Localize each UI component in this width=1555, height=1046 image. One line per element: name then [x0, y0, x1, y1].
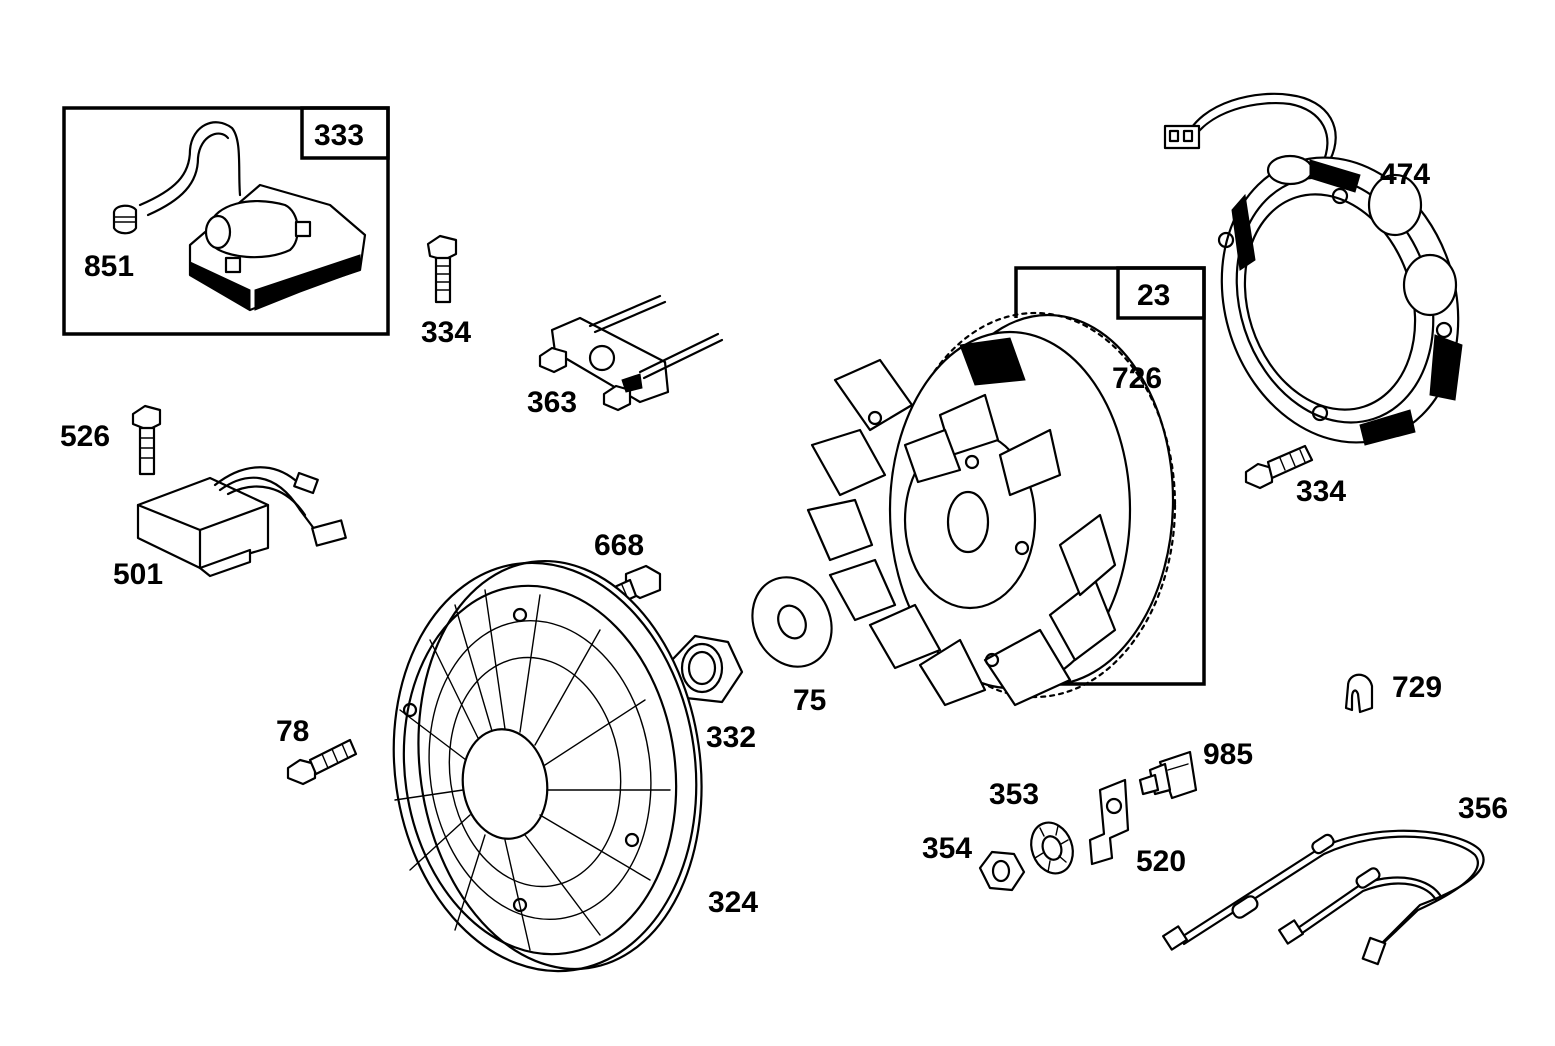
part-label-526: 526: [60, 420, 110, 453]
flywheel-puller: [538, 294, 724, 412]
rotating-screen: [392, 559, 703, 973]
part-label-353: 353: [989, 778, 1039, 811]
part-label-354: 354: [922, 832, 972, 865]
part-label-75: 75: [793, 684, 826, 717]
wire-harness: [1161, 829, 1485, 966]
part-label-334-right: 334: [1296, 475, 1346, 508]
part-label-520: 520: [1136, 845, 1186, 878]
coil-mounting-bolt: [426, 234, 458, 304]
part-label-23: 23: [1137, 279, 1170, 312]
part-label-363: 363: [527, 386, 577, 419]
part-label-851: 851: [84, 250, 134, 283]
spark-plug-boot: [112, 204, 138, 235]
part-label-985: 985: [1203, 738, 1253, 771]
flywheel-washer: [751, 576, 833, 668]
stator-mounting-bolt: [1244, 444, 1314, 490]
part-label-501: 501: [113, 558, 163, 591]
part-label-729: 729: [1392, 671, 1442, 704]
lock-washer: [1030, 821, 1074, 875]
flywheel: [806, 311, 1177, 707]
regulator-mounting-bolt: [131, 404, 162, 476]
flywheel-kit-box: [1014, 266, 1206, 686]
part-label-334-upper: 334: [421, 316, 471, 349]
screen-mounting-bolt: [286, 738, 358, 786]
part-label-726: 726: [1112, 362, 1162, 395]
part-label-333: 333: [314, 119, 364, 152]
part-label-78: 78: [276, 715, 309, 748]
ignition-coil: [138, 121, 367, 312]
part-label-324: 324: [708, 886, 758, 919]
part-label-668: 668: [594, 529, 644, 562]
wire-clip: [1344, 673, 1374, 714]
ground-switch: [1138, 750, 1198, 800]
part-label-332: 332: [706, 721, 756, 754]
part-label-356: 356: [1458, 792, 1508, 825]
alternator-stator: [1163, 92, 1463, 446]
ignition-coil-kit-box: [62, 106, 390, 336]
part-label-474: 474: [1380, 158, 1430, 191]
switch-bracket: [1088, 778, 1130, 866]
hex-nut: [978, 850, 1026, 892]
voltage-regulator: [136, 466, 347, 578]
